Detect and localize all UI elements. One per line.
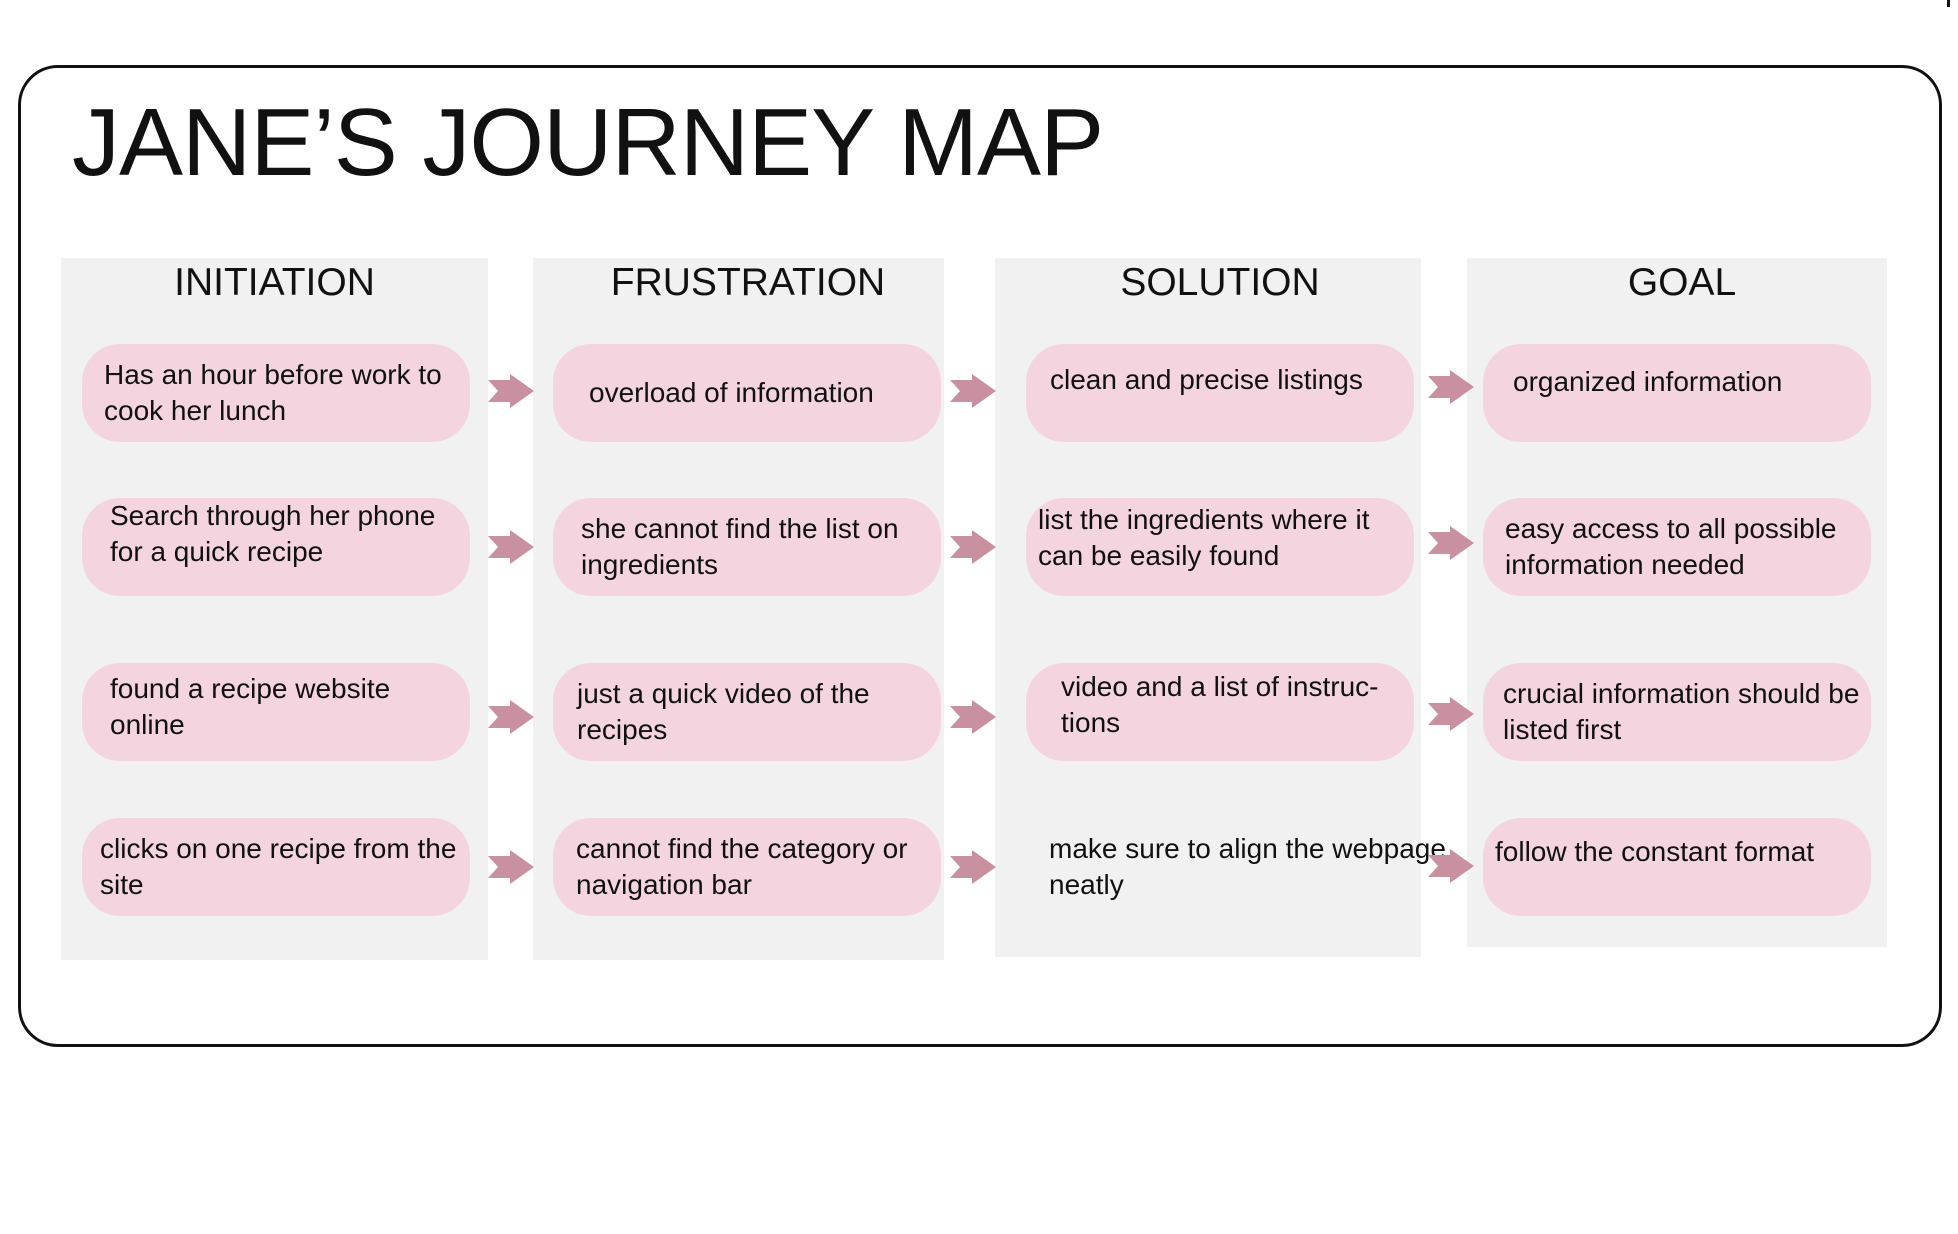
page-title: JANE’S JOURNEY MAP [72,89,1104,196]
card-text: just a quick video of the recipes [577,678,870,745]
arrow-right-icon [950,530,996,564]
card-goal-1: organized information [1483,344,1871,442]
card-text: clicks on one recipe from the site [100,833,457,900]
card-text: make sure to align the webpage neatly [1049,833,1446,900]
card-text: video and a list of instruc- tions [1061,671,1379,738]
arrow-right-icon [1428,526,1474,560]
card-frustration-3: just a quick video of the recipes [553,663,941,761]
card-text: crucial information should be listed fir… [1503,678,1860,745]
arrow-right-icon [1428,697,1474,731]
card-solution-2: list the ingredients where it can be eas… [1026,498,1414,596]
card-solution-4: make sure to align the webpage neatly [1026,818,1446,916]
arrow-right-icon [488,850,534,884]
card-text: Search through her phone for a quick rec… [110,500,436,567]
card-goal-4: follow the constant format [1483,818,1871,916]
heading-frustration: FRUSTRATION [610,261,886,304]
card-text: follow the constant format [1495,836,1815,867]
arrow-right-icon [1428,849,1474,883]
card-initiation-3: found a recipe website online [82,663,470,761]
card-text: she cannot find the list on ingredients [581,513,899,580]
arrow-right-icon [950,850,996,884]
card-initiation-1: Has an hour before work to cook her lunc… [82,344,470,442]
card-initiation-2: Search through her phone for a quick rec… [82,498,470,596]
card-frustration-2: she cannot find the list on ingredients [553,498,941,596]
card-text: organized information [1513,366,1783,397]
card-solution-1: clean and precise listings [1026,344,1414,442]
arrow-right-icon [1428,370,1474,404]
card-text: cannot find the category or navigation b… [576,833,908,900]
card-goal-3: crucial information should be listed fir… [1483,663,1871,761]
arrow-right-icon [488,374,534,408]
card-text: found a recipe website online [110,673,391,740]
card-solution-3: video and a list of instruc- tions [1026,663,1414,761]
card-text: easy access to all possible information … [1505,513,1837,580]
arrow-right-icon [950,700,996,734]
arrow-right-icon [488,530,534,564]
heading-goal: GOAL [1627,261,1737,304]
journey-map-frame [18,65,1942,1047]
card-text: overload of information [589,377,874,408]
heading-initiation: INITIATION [174,261,375,304]
card-frustration-1: overload of information [553,344,941,442]
card-text: clean and precise listings [1050,364,1363,395]
card-text: Has an hour before work to cook her lunc… [104,359,442,426]
card-frustration-4: cannot find the category or navigation b… [553,818,941,916]
arrow-right-icon [950,374,996,408]
card-goal-2: easy access to all possible information … [1483,498,1871,596]
card-initiation-4: clicks on one recipe from the site [82,818,470,916]
corner-mark [1947,0,1950,7]
heading-solution: SOLUTION [1120,261,1320,304]
card-text: list the ingredients where it can be eas… [1038,504,1370,571]
arrow-right-icon [488,700,534,734]
